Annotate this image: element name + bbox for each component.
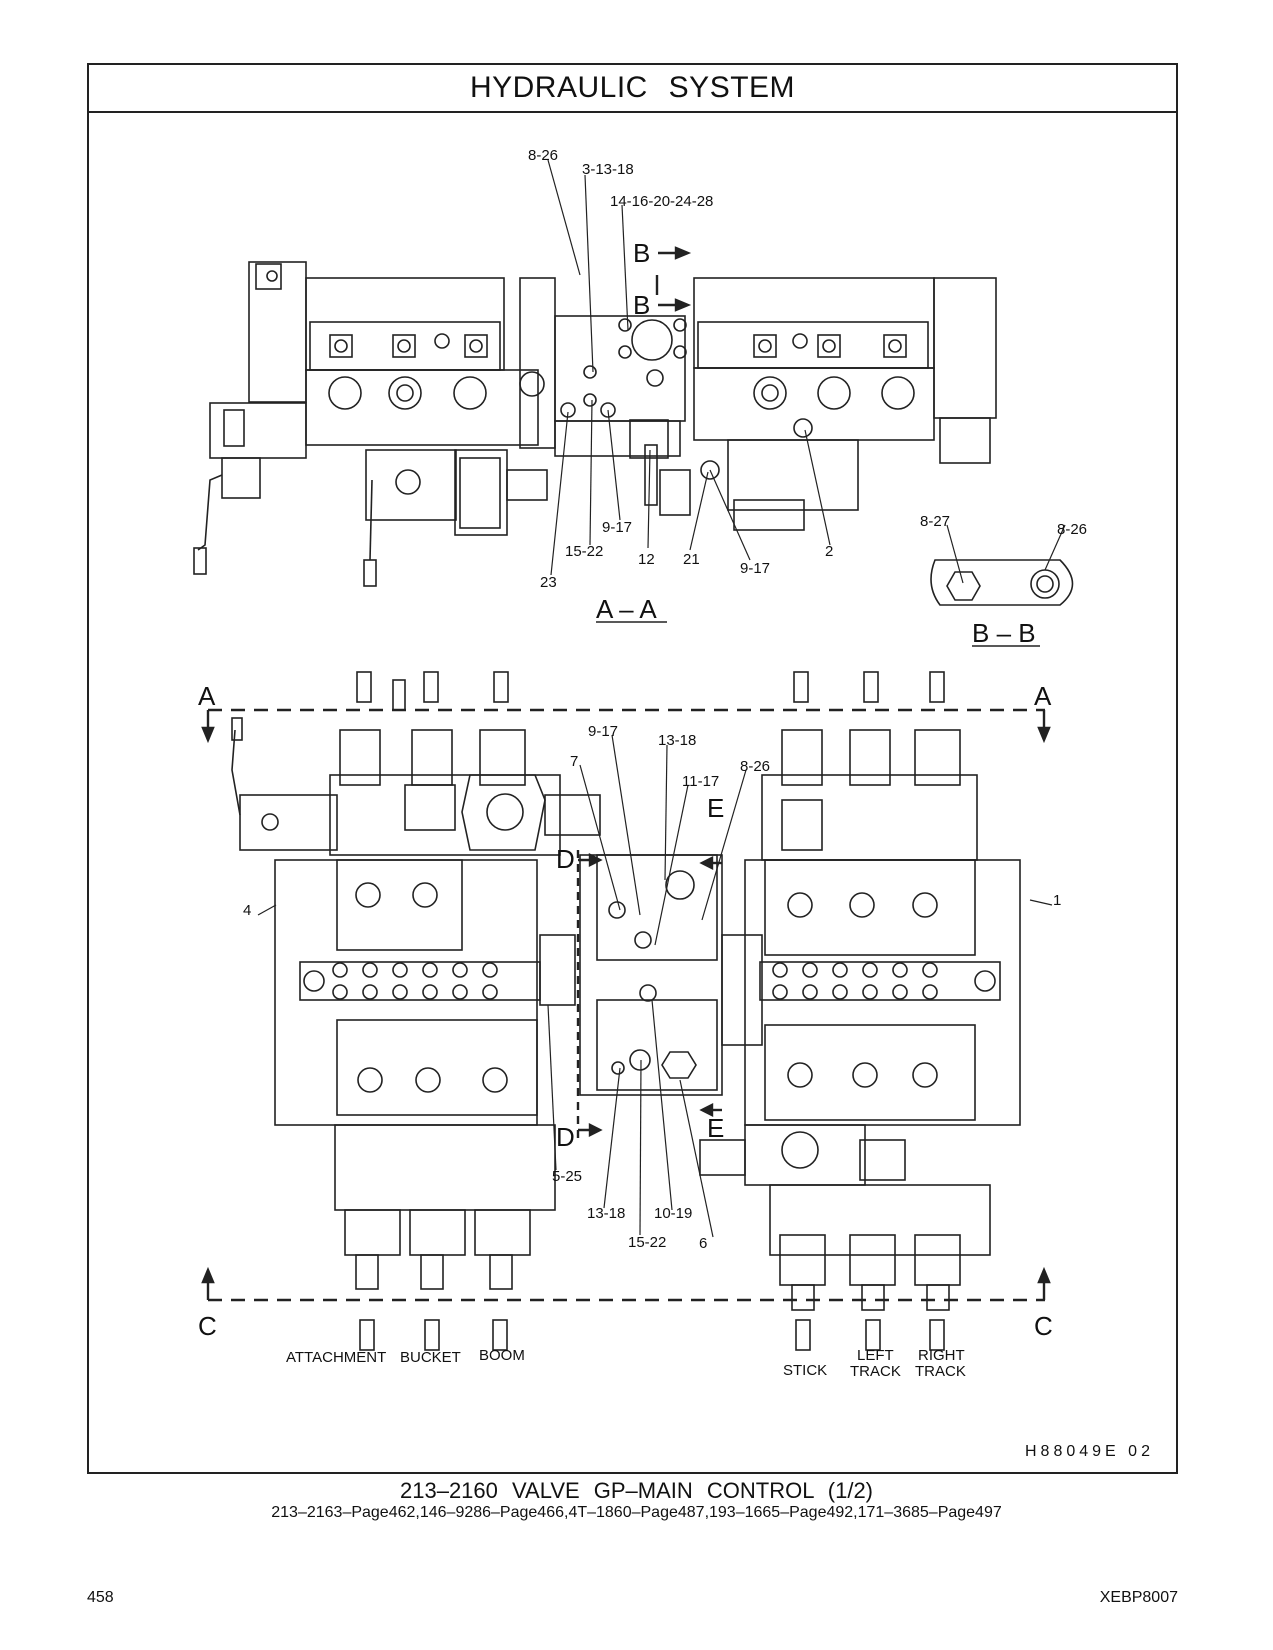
section-mark-d-top: D: [556, 844, 575, 874]
callout-12: 12: [638, 551, 655, 568]
label-boom: BOOM: [479, 1347, 525, 1364]
section-mark-e-bottom: E: [707, 1113, 724, 1143]
callout-13-18: 13-18: [658, 732, 696, 749]
view-label-bb: B – B: [972, 618, 1036, 648]
caption-title: 213–2160 VALVE GP–MAIN CONTROL (1/2): [400, 1478, 873, 1503]
label-right-track: TRACK: [915, 1363, 966, 1380]
callout-23: 23: [540, 574, 557, 591]
view-aa-drawing: [193, 261, 997, 587]
page-title: HYDRAULIC SYSTEM: [89, 65, 1176, 113]
plan-view-drawing: [231, 671, 1021, 1351]
callout-7: 7: [570, 753, 578, 770]
section-mark-c-right: C: [1034, 1311, 1053, 1341]
callout-8-27: 8-27: [920, 513, 950, 530]
callout-8-26: 8-26: [528, 147, 558, 164]
callout-11-17: 11-17: [682, 773, 719, 790]
section-mark-e-top: E: [707, 793, 724, 823]
callout-2: 2: [825, 543, 833, 560]
section-mark-c-left: C: [198, 1311, 217, 1341]
callout-9-17b: 9-17: [740, 560, 770, 577]
section-mark-a-left: A: [198, 681, 216, 711]
callout-6: 6: [699, 1235, 707, 1252]
callout-8-26c: 8-26: [740, 758, 770, 775]
function-labels: ATTACHMENT BUCKET BOOM STICK LEFT TRACK …: [286, 1347, 966, 1380]
document-id: XEBP8007: [1099, 1589, 1178, 1606]
callout-9-17c: 9-17: [588, 723, 618, 740]
callout-9-17: 9-17: [602, 519, 632, 536]
callout-21: 21: [683, 551, 700, 568]
callout-8-26b: 8-26: [1057, 521, 1087, 538]
view-bb-drawing: [930, 559, 1074, 606]
label-attachment: ATTACHMENT: [286, 1349, 386, 1366]
page-number: 458: [87, 1589, 114, 1606]
drawing-frame: HYDRAULIC SYSTEM: [87, 63, 1178, 1474]
callout-4: 4: [243, 902, 251, 919]
label-left: LEFT: [857, 1347, 894, 1364]
callout-10-19: 10-19: [654, 1205, 692, 1222]
callout-14-16-20-24-28: 14-16-20-24-28: [610, 193, 713, 210]
leader-lines: [257, 159, 1066, 1238]
section-mark-a-right: A: [1034, 681, 1052, 711]
figure-code: H88049E 02: [1025, 1443, 1154, 1460]
label-stick: STICK: [783, 1362, 827, 1379]
caption-references: 213–2163–Page462,146–9286–Page466,4T–186…: [271, 1504, 1002, 1521]
label-left-track: TRACK: [850, 1363, 901, 1380]
callout-15-22: 15-22: [565, 543, 603, 560]
view-labels: A – A B – B B B A A C C D D E E: [198, 238, 1053, 1341]
view-label-aa: A – A: [596, 594, 657, 624]
section-mark-b-bottom: B: [633, 290, 650, 320]
section-lines: [201, 246, 1051, 1302]
label-bucket: BUCKET: [400, 1349, 461, 1366]
callout-labels-bottom: 9-17 13-18 7 11-17 8-26 4 1 5-25 13-18 1…: [243, 723, 1061, 1252]
callout-3-13-18: 3-13-18: [582, 161, 634, 178]
label-right: RIGHT: [918, 1347, 965, 1364]
callout-labels-top: 8-26 3-13-18 14-16-20-24-28 9-17 15-22 1…: [528, 147, 1087, 591]
callout-1: 1: [1053, 892, 1061, 909]
callout-13-18b: 13-18: [587, 1205, 625, 1222]
callout-15-22b: 15-22: [628, 1234, 666, 1251]
callout-5-25: 5-25: [552, 1168, 582, 1185]
section-mark-d-bottom: D: [556, 1122, 575, 1152]
section-mark-b-top: B: [633, 238, 650, 268]
